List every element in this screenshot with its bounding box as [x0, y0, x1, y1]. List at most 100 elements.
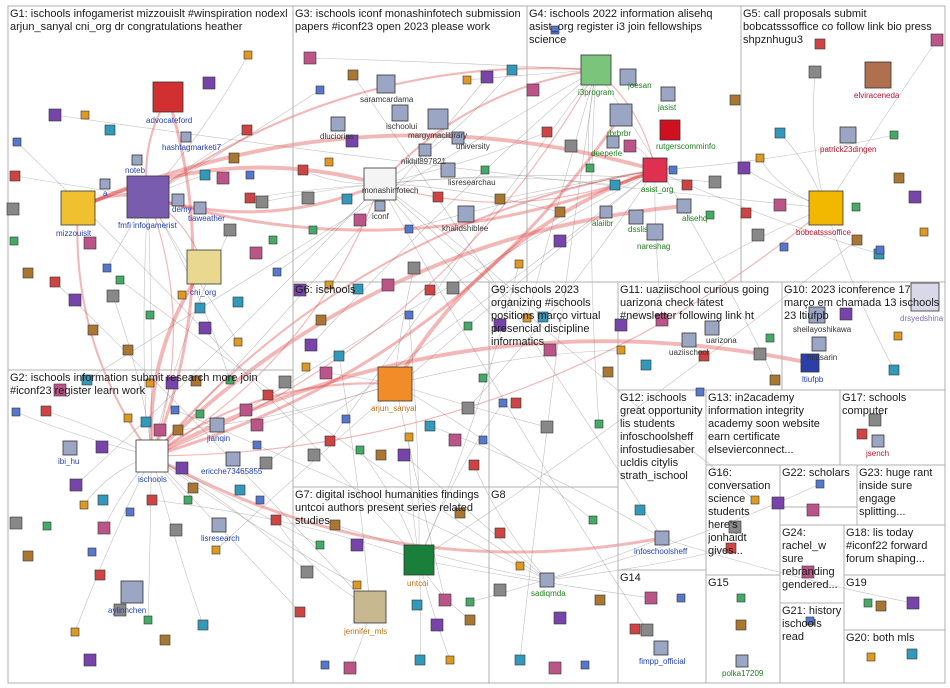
node-avatar[interactable]	[430, 618, 444, 632]
node-dluciorias[interactable]	[330, 116, 346, 132]
node-university[interactable]	[451, 131, 465, 145]
node-avatar[interactable]	[779, 242, 789, 252]
node-avatar[interactable]	[893, 331, 903, 341]
node-avatar[interactable]	[278, 375, 292, 389]
node-avatar[interactable]	[172, 424, 184, 436]
node-avatar[interactable]	[70, 627, 80, 637]
node-avatar[interactable]	[187, 482, 199, 494]
node-avatar[interactable]	[729, 94, 741, 106]
node-avatar[interactable]	[87, 324, 99, 336]
node-avatar[interactable]	[808, 65, 822, 79]
node-avatar[interactable]	[602, 366, 614, 378]
node-avatar[interactable]	[9, 170, 21, 182]
node-avatar[interactable]	[404, 432, 414, 442]
node-avatar[interactable]	[199, 169, 211, 181]
node-avatar[interactable]	[22, 550, 34, 562]
node-tiaweather[interactable]	[193, 201, 207, 215]
node-avatar[interactable]	[97, 494, 109, 506]
node-dsslis[interactable]	[628, 209, 644, 225]
node-hcasarin[interactable]	[811, 336, 827, 352]
node-avatar[interactable]	[225, 375, 235, 385]
node-avatar[interactable]	[493, 583, 507, 597]
node-avatar[interactable]	[169, 523, 183, 537]
node-avatar[interactable]	[83, 236, 97, 250]
node-avatar[interactable]	[839, 307, 853, 321]
node-avatar[interactable]	[68, 293, 82, 307]
node-avatar[interactable]	[297, 164, 309, 176]
node-avatar[interactable]	[102, 263, 112, 273]
node-avatar[interactable]	[249, 246, 263, 260]
node-avatar[interactable]	[81, 374, 93, 386]
node-alaiibr[interactable]	[599, 205, 613, 219]
node-avatar[interactable]	[83, 653, 97, 667]
node-avatar[interactable]	[771, 496, 785, 510]
node-avatar[interactable]	[146, 494, 158, 506]
node-avatar[interactable]	[424, 420, 436, 432]
node-avatar[interactable]	[304, 338, 318, 352]
node-avatar[interactable]	[541, 126, 553, 138]
node-avatar[interactable]	[228, 152, 240, 164]
node-avatar[interactable]	[765, 333, 775, 343]
node-deeperlearning[interactable]	[606, 135, 620, 149]
node-avatar[interactable]	[294, 606, 306, 618]
node-avatar[interactable]	[293, 283, 307, 297]
node-avatar[interactable]	[815, 479, 825, 489]
node-avatar[interactable]	[42, 521, 52, 531]
node-avatar[interactable]	[930, 33, 944, 47]
node-alisehq[interactable]	[676, 198, 692, 214]
node-avatar[interactable]	[465, 597, 475, 607]
node-avatar[interactable]	[250, 418, 264, 432]
node-avatar[interactable]	[270, 514, 282, 526]
node-ibi-hu[interactable]	[62, 440, 78, 456]
node-avatar[interactable]	[446, 281, 460, 295]
node-avatar[interactable]	[9, 236, 19, 246]
node-avatar[interactable]	[9, 516, 23, 530]
node-avatar[interactable]	[352, 283, 364, 295]
node-hashtagmarketi7[interactable]	[180, 131, 192, 143]
node-advocateford[interactable]	[152, 81, 184, 113]
node-asist-org[interactable]	[642, 157, 668, 183]
node-avatar[interactable]	[893, 172, 905, 184]
node-avatar[interactable]	[468, 459, 480, 471]
node-avatar[interactable]	[411, 599, 423, 611]
node-joesan[interactable]	[619, 68, 637, 86]
node-avatar[interactable]	[863, 598, 873, 608]
node-avatar[interactable]	[202, 76, 216, 90]
node-avatar[interactable]	[255, 495, 265, 505]
node-avatar[interactable]	[49, 276, 61, 288]
node-a[interactable]	[99, 178, 111, 190]
node-avatar[interactable]	[115, 275, 125, 285]
node-avatar[interactable]	[69, 478, 83, 492]
node-avatar[interactable]	[301, 362, 311, 372]
node-avatar[interactable]	[232, 296, 244, 308]
node-saramcardama[interactable]	[376, 74, 396, 94]
node-avatar[interactable]	[681, 179, 693, 191]
node-avatar[interactable]	[259, 456, 273, 470]
node-avatar[interactable]	[463, 321, 473, 331]
node-avatar[interactable]	[908, 190, 922, 204]
node-avatar[interactable]	[95, 440, 109, 454]
node-ischoolui[interactable]	[391, 104, 409, 122]
node-avatar[interactable]	[145, 310, 155, 320]
node-avatar[interactable]	[125, 507, 135, 517]
node-avatar[interactable]	[640, 359, 652, 371]
node-avatar[interactable]	[676, 593, 686, 603]
node-avatar[interactable]	[145, 378, 155, 388]
node-avatar[interactable]	[233, 337, 243, 347]
node-patrick23dingen[interactable]	[839, 126, 857, 144]
node-avatar[interactable]	[183, 495, 193, 505]
node-avatar[interactable]	[728, 520, 742, 534]
node-aylinnchen[interactable]	[120, 580, 144, 604]
node-avatar[interactable]	[698, 350, 710, 362]
node-avatar[interactable]	[735, 619, 747, 631]
node-avatar[interactable]	[241, 124, 253, 136]
node-avatar[interactable]	[616, 345, 626, 355]
node-avatar[interactable]	[353, 213, 367, 227]
node-avatar[interactable]	[424, 284, 436, 296]
node-avatar[interactable]	[740, 207, 752, 219]
node-avatar[interactable]	[22, 267, 34, 279]
node-avatar[interactable]	[190, 375, 202, 387]
node-avatar[interactable]	[448, 433, 462, 447]
node-lisresearchau[interactable]	[440, 162, 456, 178]
node-infogamerist[interactable]	[126, 175, 170, 219]
